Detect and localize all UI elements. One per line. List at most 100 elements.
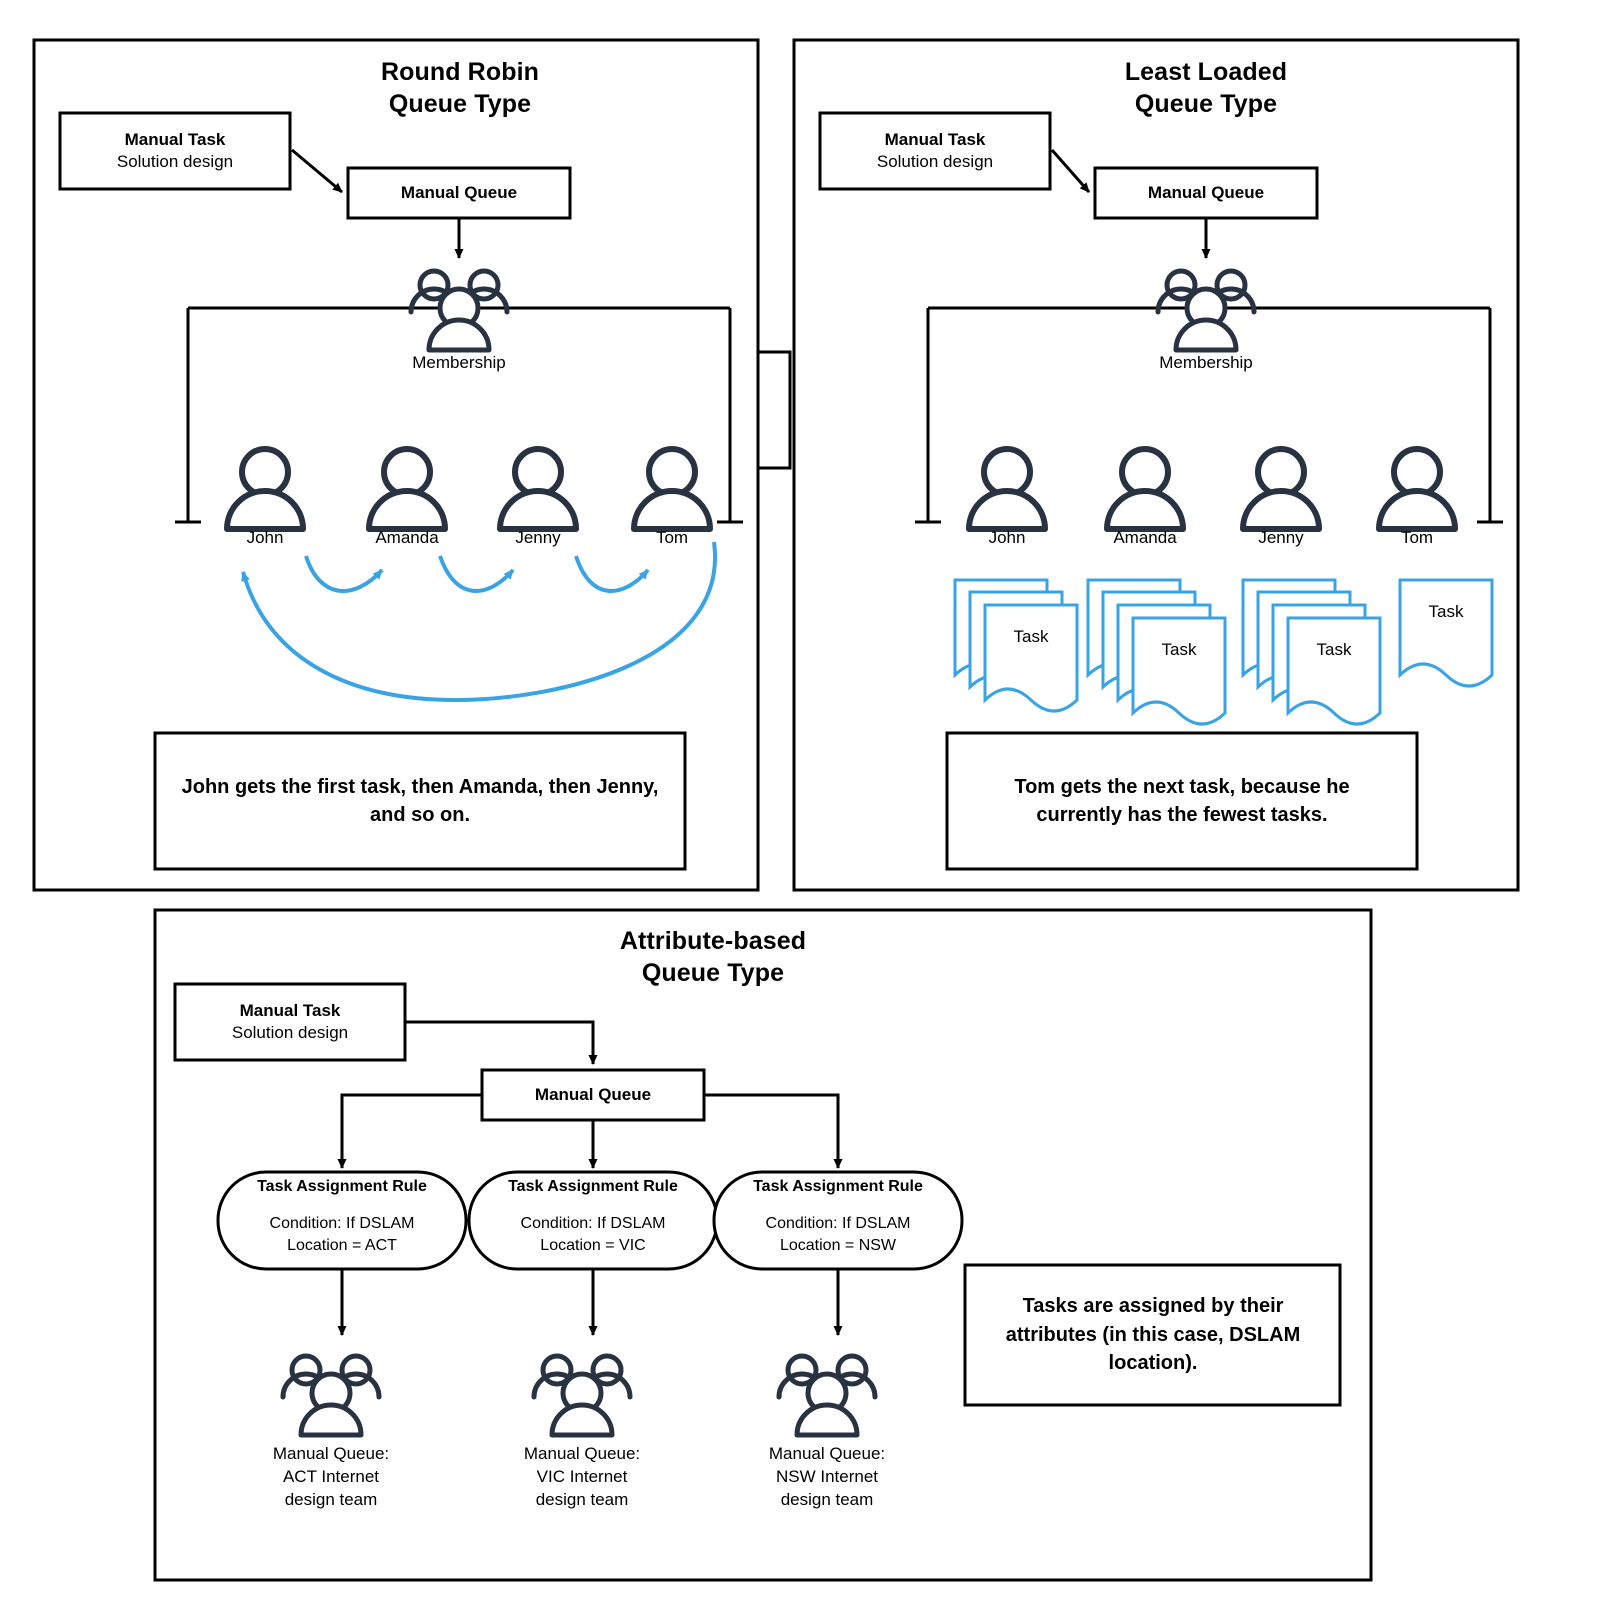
rr-callout-text: John gets the first task, then Amanda, t… [181, 775, 659, 826]
ab-manual-task-box [173, 982, 407, 1062]
ll-callout-box [945, 731, 1419, 871]
rr-rotation-arrows [241, 541, 718, 703]
rr-person-icon-john [224, 446, 306, 532]
panel-title-line2: Queue Type [388, 90, 532, 118]
rr-arc-tom-to-john [241, 541, 718, 703]
ll-task-stack-amanda [1086, 578, 1227, 726]
ll-task-stack-jenny [1241, 578, 1382, 726]
ab-task-to-queue-arrow [405, 1020, 598, 1065]
manual-task-subtitle: Solution design [116, 152, 234, 171]
ll-task-label-john: Task [1013, 627, 1049, 646]
ab-rule-label-vic: Task Assignment Rule Condition: If DSLAM… [469, 1178, 717, 1256]
ll-task-label-jenny: Task [1316, 640, 1352, 659]
ll-task-stack-tom [1398, 578, 1494, 688]
team-line1: Manual Queue: [272, 1444, 390, 1463]
manual-task-title: Manual Task [124, 129, 226, 149]
ll-member-label-amanda: Amanda [1113, 528, 1177, 547]
ab-rule-shape-nsw [712, 1170, 964, 1271]
rule-condition-line1: Condition: If DSLAM [520, 1215, 666, 1232]
ll-person-icon-john [966, 446, 1048, 532]
team-line3: design team [535, 1489, 629, 1509]
rr-callout-box [153, 731, 687, 871]
ll-person-icon-tom [1376, 446, 1458, 532]
ab-manual-queue-label: Manual Queue [482, 1070, 704, 1120]
ab-team-label-nsw: Manual Queue: NSW Internet design team [727, 1443, 927, 1512]
panel-title-line1: Attribute-based [619, 927, 807, 955]
rr-person-icon-jenny [497, 446, 579, 532]
ll-task-to-queue-arrow [1050, 149, 1091, 193]
ab-rule-label-act: Task Assignment Rule Condition: If DSLAM… [218, 1178, 466, 1256]
panel-connector-bracket [758, 350, 792, 470]
ab-team-label-act: Manual Queue: ACT Internet design team [231, 1443, 431, 1512]
rr-membership-label: Membership [412, 353, 506, 372]
team-line2: ACT Internet [282, 1466, 380, 1486]
rr-person-icon-amanda [366, 446, 448, 532]
task-card [1131, 616, 1227, 726]
ab-queue-to-rule-nsw-arrow [704, 1093, 843, 1169]
team-line2: NSW Internet [775, 1466, 879, 1486]
ll-membership-group-icon [1155, 268, 1257, 353]
panel-title-least-loaded: Least Loaded Queue Type [976, 56, 1436, 120]
queue-label: Manual Queue [534, 1084, 652, 1104]
ab-rule-shape-act [216, 1170, 468, 1271]
rule-title: Task Assignment Rule [753, 1178, 923, 1195]
manual-task-title: Manual Task [884, 129, 986, 149]
panel-title-attribute-based: Attribute-based Queue Type [483, 925, 943, 989]
ll-manual-queue-box [1093, 166, 1319, 220]
rule-condition-line2: Location = NSW [779, 1236, 897, 1254]
ab-team-icon-vic [531, 1353, 633, 1438]
panel-title-line1: Round Robin [381, 58, 539, 86]
rr-manual-task-box [58, 111, 292, 191]
rr-manual-queue-label: Manual Queue [348, 168, 570, 218]
ll-member-label-tom: Tom [1400, 528, 1434, 547]
rule-condition-line1: Condition: If DSLAM [765, 1215, 911, 1232]
ab-team-icon-act [280, 1353, 382, 1438]
team-line2: VIC Internet [536, 1466, 628, 1486]
ab-team-icons [280, 1353, 878, 1438]
manual-task-subtitle: Solution design [876, 152, 994, 171]
rr-task-to-queue-arrow [291, 148, 343, 194]
panel-frame-round-robin [32, 38, 760, 892]
team-line3: design team [780, 1489, 874, 1509]
panel-title-round-robin: Round Robin Queue Type [230, 56, 690, 120]
ab-callout-box [963, 1263, 1342, 1407]
task-card [1286, 616, 1382, 726]
ll-manual-queue-label: Manual Queue [1095, 168, 1317, 218]
rr-member-label-john: John [246, 528, 284, 547]
rr-membership-group-icon [408, 268, 510, 353]
rr-arc-amanda-to-jenny [438, 555, 515, 593]
ll-task-label-tom: Task [1428, 602, 1464, 621]
rr-manual-queue-box [346, 166, 572, 220]
panel-title-line2: Queue Type [641, 959, 785, 987]
rule-condition-line2: Location = ACT [287, 1236, 397, 1254]
team-line1: Manual Queue: [523, 1444, 641, 1463]
ab-queue-to-rule-act-arrow [337, 1093, 482, 1169]
ab-rule-label-nsw: Task Assignment Rule Condition: If DSLAM… [714, 1178, 962, 1256]
panel-title-line1: Least Loaded [1124, 58, 1288, 86]
team-line3: design team [284, 1489, 378, 1509]
panel-frame-least-loaded [792, 38, 1520, 892]
rr-member-label-amanda: Amanda [375, 528, 439, 547]
ll-person-icon-jenny [1240, 446, 1322, 532]
ll-task-label-amanda: Task [1161, 640, 1197, 659]
ab-team-icon-nsw [776, 1353, 878, 1438]
panel-title-line2: Queue Type [1134, 90, 1278, 118]
ll-membership-label: Membership [1159, 353, 1253, 372]
manual-task-title: Manual Task [239, 1000, 341, 1020]
ll-manual-task-box [818, 111, 1052, 191]
rr-manual-task-label: Manual Task Solution design [60, 113, 290, 189]
task-card [983, 603, 1079, 713]
ab-team-label-vic: Manual Queue: VIC Internet design team [482, 1443, 682, 1512]
ll-callout-text: Tom gets the next task, because he curre… [1014, 775, 1350, 826]
ll-manual-task-label: Manual Task Solution design [820, 113, 1050, 189]
rr-arc-john-to-amanda [304, 555, 384, 593]
queue-label: Manual Queue [1147, 182, 1265, 202]
rr-member-label-jenny: Jenny [515, 528, 561, 547]
ab-manual-task-label: Manual Task Solution design [175, 984, 405, 1060]
ll-member-label-john: John [988, 528, 1026, 547]
rr-person-icons [224, 446, 713, 532]
task-card [1398, 578, 1494, 688]
manual-task-subtitle: Solution design [231, 1023, 349, 1042]
